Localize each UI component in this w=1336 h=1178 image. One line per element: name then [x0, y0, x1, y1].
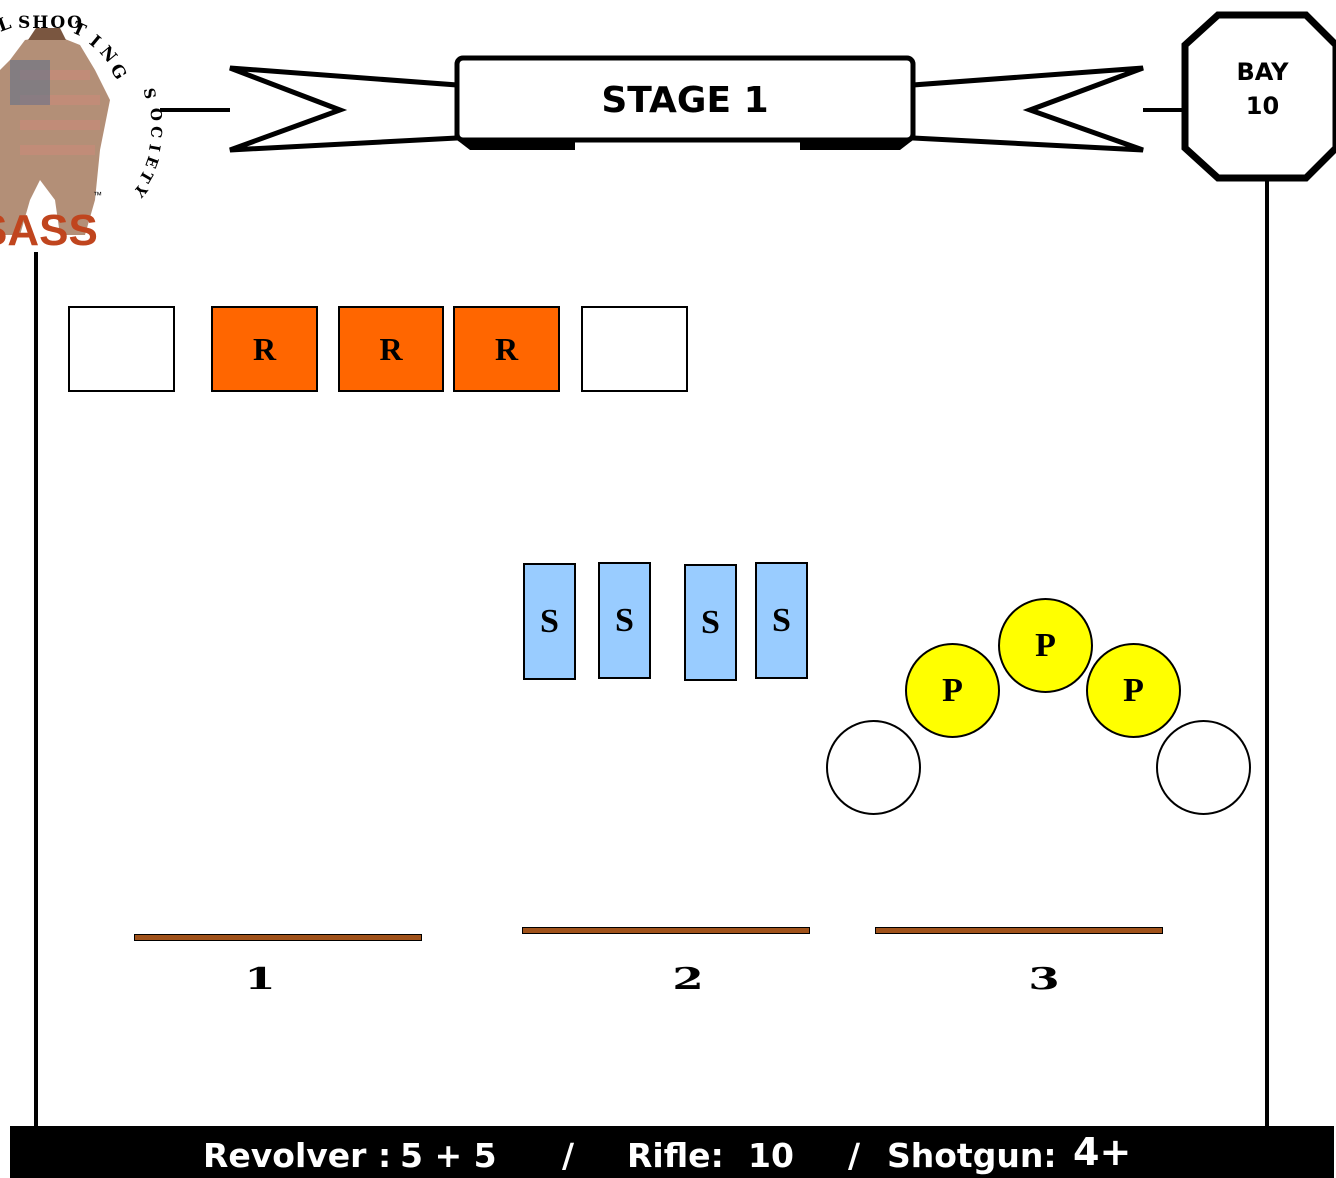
plain-circle-target [826, 720, 921, 815]
shotgun-round-value: 4+ [1073, 1130, 1132, 1174]
shotgun-target: S [684, 564, 737, 681]
rifle-round-value: 10 [748, 1136, 794, 1175]
position-label-3: 3 [1028, 962, 1060, 997]
position-label-1: 1 [244, 962, 276, 997]
logo-wordmark: SASS [0, 206, 98, 255]
position-label-2: 2 [672, 962, 704, 997]
pistol-target: P [1086, 643, 1181, 738]
shotgun-target: S [523, 563, 576, 680]
separator: / [848, 1136, 861, 1175]
logo-trademark: ™ [93, 190, 102, 200]
svg-text:SHOO: SHOO [18, 13, 84, 33]
shooting-table-2 [522, 927, 810, 934]
pistol-target: P [905, 643, 1000, 738]
stage-banner [160, 11, 1336, 182]
stage-title: STAGE 1 [601, 79, 769, 121]
bay-right-boundary [1265, 178, 1269, 1126]
plain-circle-target [1156, 720, 1251, 815]
plain-target [68, 306, 175, 392]
shotgun-target: S [598, 562, 651, 679]
separator: / [562, 1136, 575, 1175]
shooting-table-3 [875, 927, 1163, 934]
bay-number: 10 [1245, 92, 1280, 120]
logo-arc-text-graphic: SHOO T I N G S O C I E T Y [18, 13, 166, 201]
shooting-table-1 [134, 934, 422, 941]
rifle-target: R [338, 306, 444, 392]
svg-text:I: I [145, 143, 164, 153]
rifle-target: R [211, 306, 318, 392]
sass-logo-graphic [0, 28, 110, 235]
svg-text:C: C [147, 125, 166, 139]
svg-text:S: S [140, 87, 160, 101]
revolver-value: 5 + 5 [400, 1136, 497, 1175]
sass-logo: L SHOO T I N G S O C I E T Y ™ SASS [0, 0, 175, 260]
rifle-round-label: Rifle: [627, 1136, 724, 1175]
plain-target [581, 306, 688, 392]
shotgun-round-label: Shotgun: [887, 1136, 1057, 1175]
bay-left-boundary [34, 252, 38, 1126]
shotgun-target: S [755, 562, 808, 679]
revolver-label: Revolver : [203, 1136, 392, 1175]
rifle-target: R [453, 306, 560, 392]
pistol-target: P [998, 598, 1093, 693]
bay-sign: BAY 10 [1185, 55, 1336, 123]
bay-label: BAY [1236, 58, 1289, 86]
logo-arc-text: SHOO T I N G S O C I E T Y [10, 6, 210, 226]
round-count-footer: Revolver : 5 + 5 / Rifle: 10 / Shotgun: … [10, 1126, 1334, 1178]
